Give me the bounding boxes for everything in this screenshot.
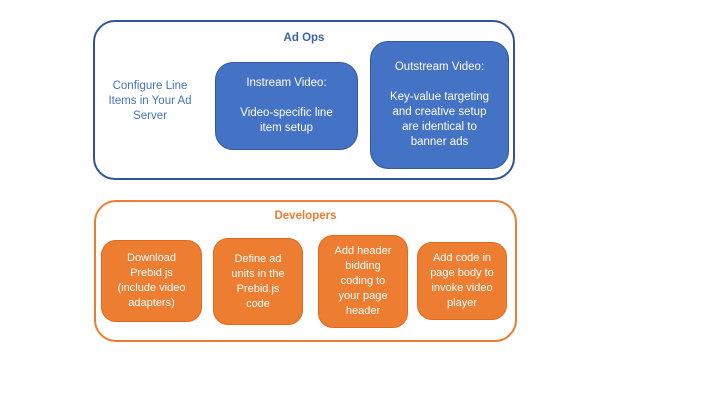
ad-ops-title: Ad Ops bbox=[283, 32, 325, 44]
outstream-video-box: Outstream Video: Key-value targeting and… bbox=[370, 41, 509, 169]
download-prebid-box: Download Prebid.js (include video adapte… bbox=[101, 240, 202, 322]
developers-title: Developers bbox=[274, 210, 337, 222]
configure-line-items-note: Configure Line Items in Your Ad Server bbox=[108, 80, 192, 122]
define-ad-units-box: Define ad units in the Prebid.js code bbox=[213, 238, 303, 325]
instream-video-box: Instream Video: Video-specific line item… bbox=[215, 62, 358, 150]
header-bidding-box: Add header bidding coding to your page h… bbox=[318, 235, 408, 328]
invoke-video-player-box: Add code in page body to invoke video pl… bbox=[417, 242, 507, 320]
